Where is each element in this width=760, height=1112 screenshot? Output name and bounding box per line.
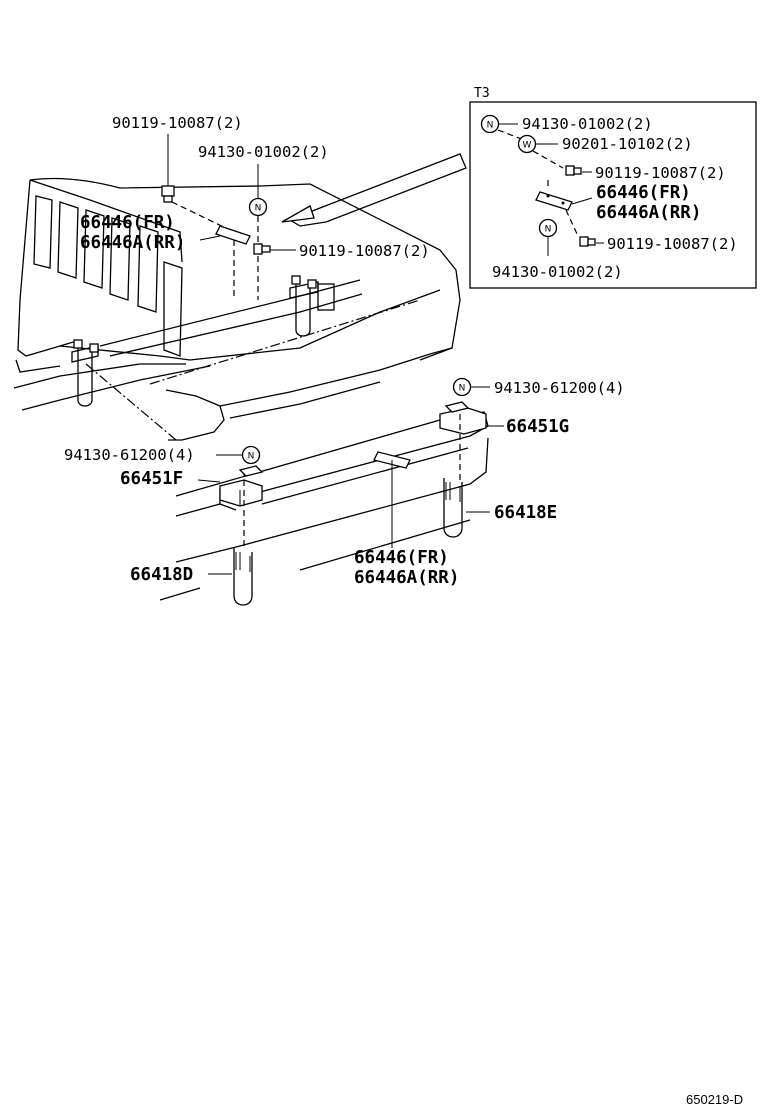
diagram-code: 650219-D [686, 1092, 743, 1107]
svg-text:N: N [459, 384, 466, 394]
lower-crossmember-left-label: 66451F [120, 469, 183, 489]
svg-text:N: N [248, 452, 255, 462]
upper-bolt-side-label: 90119-10087(2) [299, 242, 430, 260]
inset-bracket-rr-label: 66446A(RR) [596, 203, 701, 223]
inset-frame [469, 101, 757, 289]
lower-frame [159, 401, 489, 606]
inset-bracket-fr-label: 66446(FR) [596, 183, 691, 203]
svg-text:N: N [255, 204, 262, 214]
truck-rear-body [13, 153, 467, 441]
lower-nut-right-label: 94130-61200(4) [494, 379, 625, 397]
inset-nut-top-label: 94130-01002(2) [522, 115, 653, 133]
lower-bracket-fr-label: 66446(FR) [354, 548, 449, 568]
bracket-icon [535, 191, 573, 211]
svg-text:N: N [545, 225, 552, 235]
washer-icon: W [517, 134, 537, 154]
svg-text:W: W [523, 141, 532, 151]
nut-icon: N [241, 445, 261, 465]
nut-icon: N [248, 197, 268, 217]
upper-bolt-top-label: 90119-10087(2) [112, 114, 243, 132]
bolt-icon [565, 165, 582, 176]
nut-icon: N [538, 218, 558, 238]
lower-ubolt-left-label: 66418D [130, 565, 193, 585]
upper-bracket-fr-label: 66446(FR) [80, 213, 175, 233]
upper-bracket-rr-label: 66446A(RR) [80, 233, 185, 253]
ubolt-upper-left [71, 339, 99, 407]
bolt-icon [579, 236, 596, 247]
inset-detail: T3 N 94130-01002(2) W 90201-10102(2) 901… [469, 86, 757, 289]
inset-bolt-lower-label: 90119-10087(2) [607, 235, 738, 253]
nut-icon: N [480, 114, 500, 134]
bolt-icon [161, 185, 175, 203]
svg-text:N: N [487, 121, 494, 131]
lower-crossmember-right-label: 66451G [506, 417, 569, 437]
inset-marker: T3 [474, 86, 490, 101]
lower-callouts: N 94130-61200(4) 66451G 94130-61200(4) N… [64, 377, 625, 588]
upper-nut-label: 94130-01002(2) [198, 143, 329, 161]
nut-icon: N [452, 377, 472, 397]
ubolt-upper-right [289, 275, 335, 337]
inset-bolt-upper-label: 90119-10087(2) [595, 164, 726, 182]
lower-ubolt-right-label: 66418E [494, 503, 557, 523]
inset-washer-label: 90201-10102(2) [562, 135, 693, 153]
inset-nut-bottom-label: 94130-01002(2) [492, 263, 623, 281]
lower-bracket-rr-label: 66446A(RR) [354, 568, 459, 588]
bolt-icon [253, 243, 271, 255]
upper-callouts: 90119-10087(2) 94130-01002(2) N 66446(FR… [80, 114, 430, 300]
lower-nut-left-label: 94130-61200(4) [64, 446, 195, 464]
